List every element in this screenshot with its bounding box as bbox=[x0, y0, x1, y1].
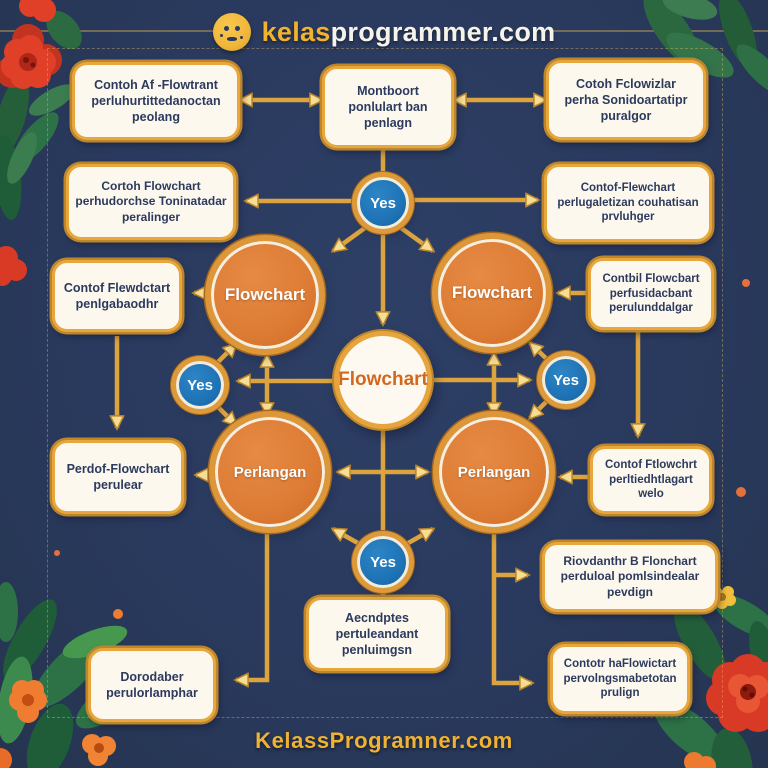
node-perlangan-left: Perlangan bbox=[215, 417, 325, 527]
brand-text: kelasprogrammer.com bbox=[262, 17, 556, 48]
flow-box-left-3: Contof Flewdctart penlgabaodhr bbox=[52, 260, 182, 332]
flow-box-top-right-1: Cotoh Fclowizlar perha Sonidoartatipr pu… bbox=[546, 60, 706, 140]
flow-box-top-left-1: Contoh Af -Flowtrant perluhurtittedanoct… bbox=[72, 62, 240, 140]
node-yes-left: Yes bbox=[176, 361, 224, 409]
flow-box-top-left-2: Cortoh Flowchart perhudorchse Toninatada… bbox=[66, 164, 236, 240]
footer-brand: KelassProgramner.com bbox=[255, 728, 513, 753]
brand-rest: programmer.com bbox=[330, 16, 556, 47]
flow-box-right-5: Riovdanthr B Flonchart perduloal pomlsin… bbox=[542, 542, 718, 612]
flow-box-right-3: Contbil Flowcbart perfusidacbant perulun… bbox=[588, 258, 714, 330]
node-flowchart-right: Flowchart bbox=[438, 239, 546, 347]
node-yes-right: Yes bbox=[542, 356, 590, 404]
floral-bottom-right bbox=[654, 586, 768, 768]
flow-box-bottom-center: Aecndptes pertuleandant penluimgsn bbox=[306, 597, 448, 671]
node-yes-top: Yes bbox=[357, 177, 409, 229]
floral-top-right bbox=[643, 0, 768, 97]
brand-accent: kelas bbox=[261, 16, 331, 47]
node-flowchart-left: Flowchart bbox=[211, 241, 319, 349]
site-header: kelasprogrammer.com bbox=[0, 8, 768, 56]
flow-box-left-4: Perdof-Flowchart perulear bbox=[52, 440, 184, 514]
flow-box-right-4: Contof Ftlowchrt perltiedhtlagart welo bbox=[590, 446, 712, 514]
smiley-coin-icon bbox=[212, 13, 251, 51]
node-perlangan-right: Perlangan bbox=[439, 417, 549, 527]
flow-box-top-center: Montboort ponlulart ban penlagn bbox=[322, 66, 454, 148]
inner-frame-border bbox=[47, 48, 723, 718]
node-yes-bottom: Yes bbox=[357, 536, 409, 588]
node-flowchart-center: Flowchart bbox=[334, 331, 432, 429]
floral-top-left bbox=[0, 0, 82, 286]
flow-box-top-right-2: Contof-Flewchart perlugaletizan couhatis… bbox=[544, 164, 712, 242]
flow-box-bottom-left-5: Dorodaber perulorlamphar bbox=[88, 648, 216, 722]
flow-box-bottom-right-6: Contotr haFlowictart pervolngsmabetotan … bbox=[550, 644, 690, 714]
